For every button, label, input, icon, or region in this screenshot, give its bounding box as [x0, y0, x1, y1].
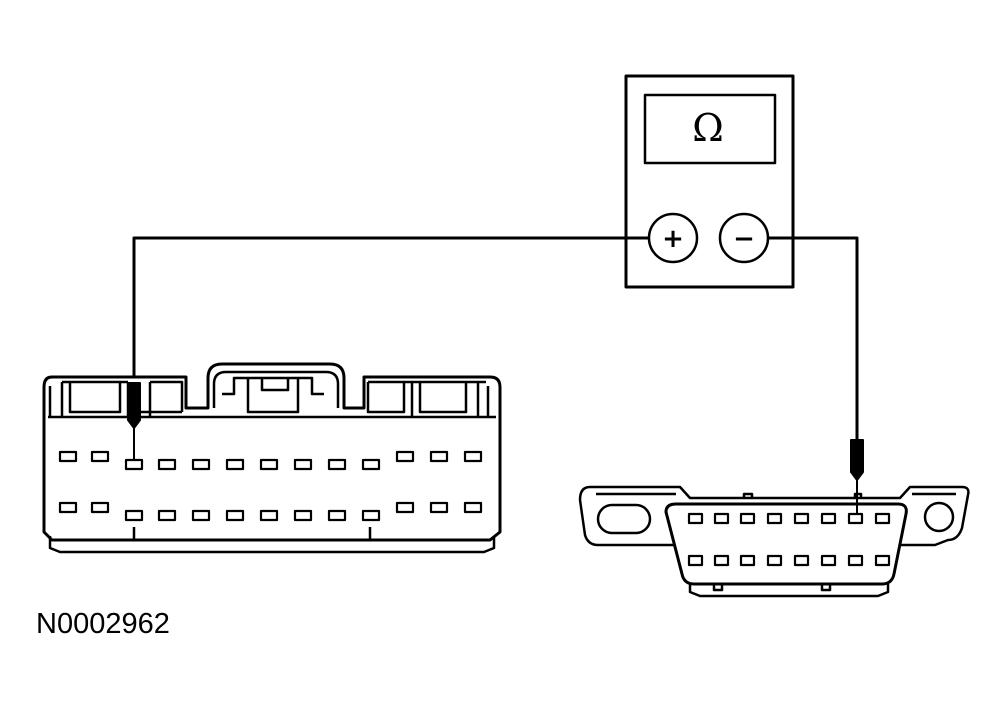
dlc-mount-slot [596, 503, 652, 535]
negative-test-lead [768, 236, 859, 443]
lower-pin-row [58, 501, 483, 522]
upper-pin-row [58, 450, 483, 471]
right-ribs [366, 380, 490, 417]
dlc-upper-pins [687, 512, 891, 525]
dlc-shell-base [688, 584, 890, 598]
dlc-connector [578, 439, 970, 598]
bottom-ribs [132, 527, 372, 540]
positive-terminal-symbol: + [662, 224, 684, 254]
ohm-symbol: Ω [692, 106, 724, 150]
dlc-lower-pins [687, 554, 891, 567]
connector-base [48, 536, 496, 554]
meter-display [643, 93, 777, 165]
positive-probe-tip [127, 382, 141, 460]
meter-body [624, 74, 795, 289]
dlc-mount-hole [923, 501, 955, 533]
module-connector [42, 362, 502, 554]
figure-reference-number: N0002962 [36, 608, 170, 640]
dlc-bottom-tabs [712, 584, 832, 592]
connector-body [42, 362, 502, 542]
negative-terminal-symbol: − [733, 224, 755, 254]
negative-probe-tip [850, 439, 864, 514]
positive-test-lead [132, 236, 649, 395]
connector-latch [212, 370, 340, 414]
ohmmeter: Ω + − [624, 74, 795, 289]
